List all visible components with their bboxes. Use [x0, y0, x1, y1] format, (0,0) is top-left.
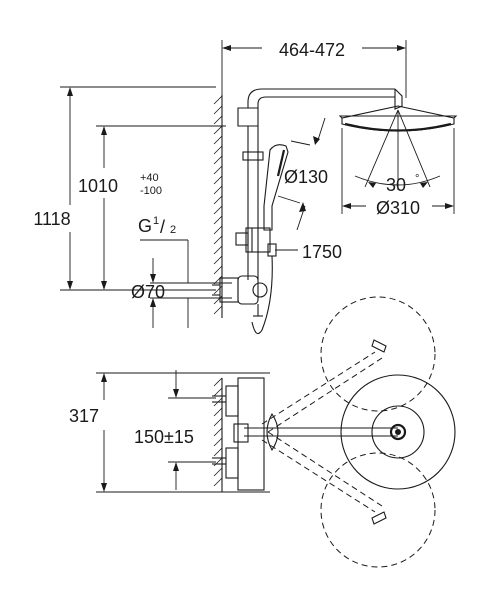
spacing-dimension: 150±15 [134, 370, 216, 490]
hose-length-label: 1750 [302, 242, 342, 262]
thread-prefix-label: G [138, 216, 152, 236]
thread-numerator-label: 1 [153, 215, 159, 227]
wall-hatch-line [213, 265, 223, 275]
thread-dimension: G 1 / 2 [138, 215, 189, 283]
rail-height-label: 1010 [78, 176, 118, 196]
wall-hatch-line [213, 235, 223, 245]
wall-hatch-line [213, 407, 223, 417]
total-height-label: 1118 [33, 209, 70, 229]
wall-hatch-line [213, 427, 223, 437]
width-span-label: 464-472 [279, 40, 345, 60]
top-view: 317 150±15 [69, 296, 456, 568]
thread-slash: / [160, 217, 165, 237]
thread-denominator-label: 2 [170, 224, 176, 236]
wall-hatch-line [213, 145, 223, 155]
depth-label: 317 [69, 406, 99, 426]
head-diameter-dimension: Ø310 [341, 128, 455, 218]
pipe-diameter-dimension: Ø70 [131, 282, 232, 328]
wall-hatch-line [213, 245, 223, 255]
width-dimension: 464-472 [221, 40, 407, 98]
wall [213, 95, 223, 318]
wall-hatch-line [213, 215, 223, 225]
rail-height-dimension: 1010 +40 -100 [78, 125, 226, 290]
wall-hatch-line [213, 175, 223, 185]
wall-hatch-line [213, 195, 223, 205]
wall-hatch-line [213, 95, 223, 105]
wall-hatch-line [213, 155, 223, 165]
wall-hatch-line [213, 135, 223, 145]
wall-hatch-line [213, 105, 223, 115]
depth-dimension: 317 [69, 372, 270, 493]
mixer-top [212, 377, 265, 491]
rail-tolerance-minus: -100 [140, 185, 162, 197]
spacing-label: 150±15 [134, 427, 194, 447]
wall-hatch-line [213, 225, 223, 235]
pipe-diameter-label: Ø70 [131, 282, 165, 302]
wall-hatch-line [213, 305, 223, 315]
wall-hatch-line [213, 295, 223, 305]
hose-length-dimension: 1750 [275, 242, 342, 262]
wall-hatch-line [213, 205, 223, 215]
tilt-angle-unit: ° [415, 173, 419, 185]
rail-tolerance-plus: +40 [140, 172, 159, 184]
wall-hatch-line [213, 387, 223, 397]
handshower-diameter-label: Ø130 [284, 167, 328, 187]
thermostat-mixer [212, 275, 268, 317]
wall-hatch-line [213, 467, 223, 477]
wall-hatch-line [213, 447, 223, 457]
shower-arm [237, 88, 403, 127]
tilt-angle-label: 30 [386, 175, 406, 195]
wall-hatch-line [213, 115, 223, 125]
wall-hatch-line [213, 165, 223, 175]
top-wall [213, 377, 223, 492]
wall-hatch-line [213, 457, 223, 467]
swing-positions [261, 296, 436, 568]
handshower-diameter-dimension: Ø130 [277, 117, 328, 231]
wall-hatch-line [213, 377, 223, 387]
wall-hatch-line [213, 437, 223, 447]
wall-hatch-line [213, 285, 223, 295]
head-diameter-label: Ø310 [376, 198, 420, 218]
hand-shower [251, 144, 289, 335]
wall-hatch-line [213, 477, 223, 487]
wall-hatch-line [213, 125, 223, 135]
total-height-dimension: 1118 [33, 86, 216, 291]
tilt-angle-dimension: 30 ° [354, 109, 441, 195]
wall-hatch-line [213, 185, 223, 195]
head-top [340, 374, 456, 490]
wall-hatch-line [213, 255, 223, 265]
wall-hatch-line [213, 417, 223, 427]
riser-rail [235, 126, 271, 280]
side-view: 464-472 1118 1010 +40 -100 G 1 / [33, 40, 458, 335]
